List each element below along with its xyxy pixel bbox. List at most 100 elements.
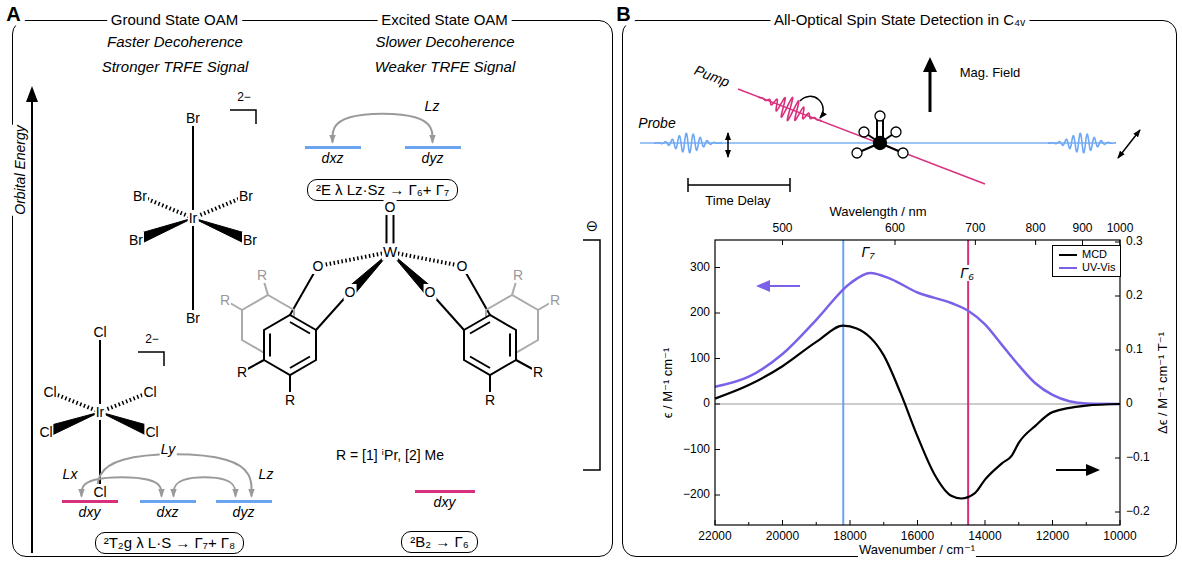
- tick-label: 18000: [832, 530, 867, 544]
- spectrum-chart: [756, 280, 770, 292]
- spectrum-chart: [1115, 296, 1120, 297]
- atom-label: Br: [185, 310, 201, 326]
- spectrum-chart: [1052, 520, 1053, 525]
- tick-label: 0.2: [1125, 289, 1144, 303]
- spectrum-chart: [850, 520, 851, 525]
- panel-heading: Excited State OAM: [377, 11, 512, 28]
- connector-layer: [82, 114, 433, 497]
- axis-title: ϵ / M⁻¹ cm⁻¹: [661, 347, 676, 420]
- atom-label: Br: [242, 232, 258, 248]
- irbr6-structure: [134, 110, 256, 318]
- spectrum-chart: [715, 404, 720, 405]
- spectrum-chart: [1115, 242, 1120, 243]
- orbital-level: dyz: [216, 500, 272, 520]
- spectrum-chart: [715, 313, 720, 314]
- tick-label: 10000: [1102, 530, 1137, 544]
- atom-label: Cl: [38, 424, 53, 440]
- pump-probe-scheme: [875, 111, 885, 121]
- coupling-arrow: [174, 477, 236, 496]
- tick-label: −0.2: [1125, 505, 1151, 519]
- energy-arrow: [31, 98, 33, 553]
- spectrum-chart: [1115, 512, 1120, 513]
- atom-label: R: [532, 364, 544, 380]
- panel-letter: A: [2, 2, 24, 25]
- orbital-level: dxz: [140, 500, 196, 520]
- pump-probe-scheme: [898, 148, 908, 158]
- legend-entry: MCD: [1058, 248, 1115, 261]
- pump-probe-scheme: [1048, 133, 1116, 153]
- pump-probe-scheme: [874, 137, 887, 150]
- pump-probe-scheme: [738, 89, 985, 184]
- tick-label: 0.1: [1125, 343, 1144, 357]
- atom-label: Cl: [92, 484, 107, 500]
- panel-frame: AGround State OAMExcited State OAMdxzdyz…: [12, 20, 613, 557]
- tick-label: 700: [964, 222, 986, 236]
- pump-probe-scheme: [852, 111, 908, 158]
- atom-label: R: [219, 292, 231, 308]
- pump-probe-scheme: [800, 96, 823, 118]
- atom-label: Br: [185, 110, 201, 126]
- state-label: Γ₇: [861, 244, 876, 260]
- tick-label: 22000: [697, 530, 732, 544]
- panel-heading: Ground State OAM: [107, 11, 243, 28]
- pump-probe-scheme: [857, 118, 903, 153]
- atom-label: O: [312, 258, 325, 274]
- legend-line: [1059, 267, 1077, 269]
- spectrum-chart: [768, 285, 800, 287]
- property-note: Weaker TRFE Signal: [374, 58, 517, 75]
- tick-label: 100: [689, 352, 711, 366]
- panel-letter: B: [612, 2, 634, 25]
- tick-label: 200: [689, 306, 711, 320]
- term-box: ²E λ Lz·Sz → Γ₆+ Γ₇: [307, 179, 458, 201]
- pump-probe-scheme: [758, 97, 822, 121]
- atom-label: R: [284, 392, 296, 408]
- panel-frame: BAll-Optical Spin State Detection in C₄ᵥ: [622, 20, 1177, 557]
- legend-line: [1059, 254, 1077, 256]
- atom-label: R: [256, 267, 268, 283]
- pump-probe-scheme: [654, 97, 1116, 153]
- tick-label: 600: [884, 222, 906, 236]
- orbital-level: dyz: [405, 146, 461, 166]
- tick-label: −200: [682, 488, 711, 502]
- orbital-level: dxz: [305, 146, 361, 166]
- legend-entry: UV-Vis: [1058, 261, 1115, 274]
- tick-label: 300: [689, 261, 711, 275]
- pump-probe-scheme: [929, 70, 932, 112]
- tick-label: 500: [771, 222, 793, 236]
- pump-probe-scheme: [727, 133, 729, 157]
- tick-label: 0: [702, 397, 711, 411]
- term-box: ²T₂g λ L·S → Γ₇+ Γ₈: [95, 532, 245, 554]
- orbital-name: dyz: [405, 149, 461, 166]
- tick-label: 0: [1125, 397, 1134, 411]
- spectrum-chart: [715, 358, 720, 359]
- term-formula: ²B₂ → Γ₆: [410, 533, 468, 551]
- beam-label: Probe: [637, 115, 676, 131]
- term-formula: ²T₂g λ L·S → Γ₇+ Γ₈: [104, 534, 236, 552]
- tungsten-complex: [390, 252, 555, 400]
- spectrum-chart: [715, 326, 1120, 499]
- term-formula: ²E λ Lz·Sz → Γ₆+ Γ₇: [316, 181, 449, 199]
- atom-label: Cl: [42, 384, 57, 400]
- charge-label: 2−: [236, 91, 252, 105]
- spectrum-chart: [715, 267, 720, 268]
- atom-label: R: [512, 267, 524, 283]
- irbr6-structure: [230, 110, 256, 124]
- tick-label: 1000: [1106, 222, 1135, 236]
- spectrum-chart: [1035, 240, 1036, 245]
- tick-label: 900: [1071, 222, 1093, 236]
- atom-label: O: [424, 284, 437, 300]
- spectrum-chart: [975, 240, 976, 245]
- tungsten-complex: [290, 357, 310, 369]
- property-note: Stronger TRFE Signal: [101, 58, 250, 75]
- irbr6-structure: [192, 118, 194, 218]
- atom-label: Ir: [188, 210, 199, 226]
- orbital-name: dxy: [415, 493, 475, 510]
- axis-label: Orbital Energy: [12, 124, 28, 215]
- coupling-arrow: [98, 454, 252, 496]
- atom-label: R: [484, 392, 496, 408]
- axis-title: Wavenumber / cm⁻¹: [858, 543, 976, 558]
- spectrum-chart: [782, 520, 783, 525]
- pump-probe-scheme: [923, 57, 937, 72]
- atom-label: Br: [238, 188, 254, 204]
- tungsten-complex: [225, 212, 600, 470]
